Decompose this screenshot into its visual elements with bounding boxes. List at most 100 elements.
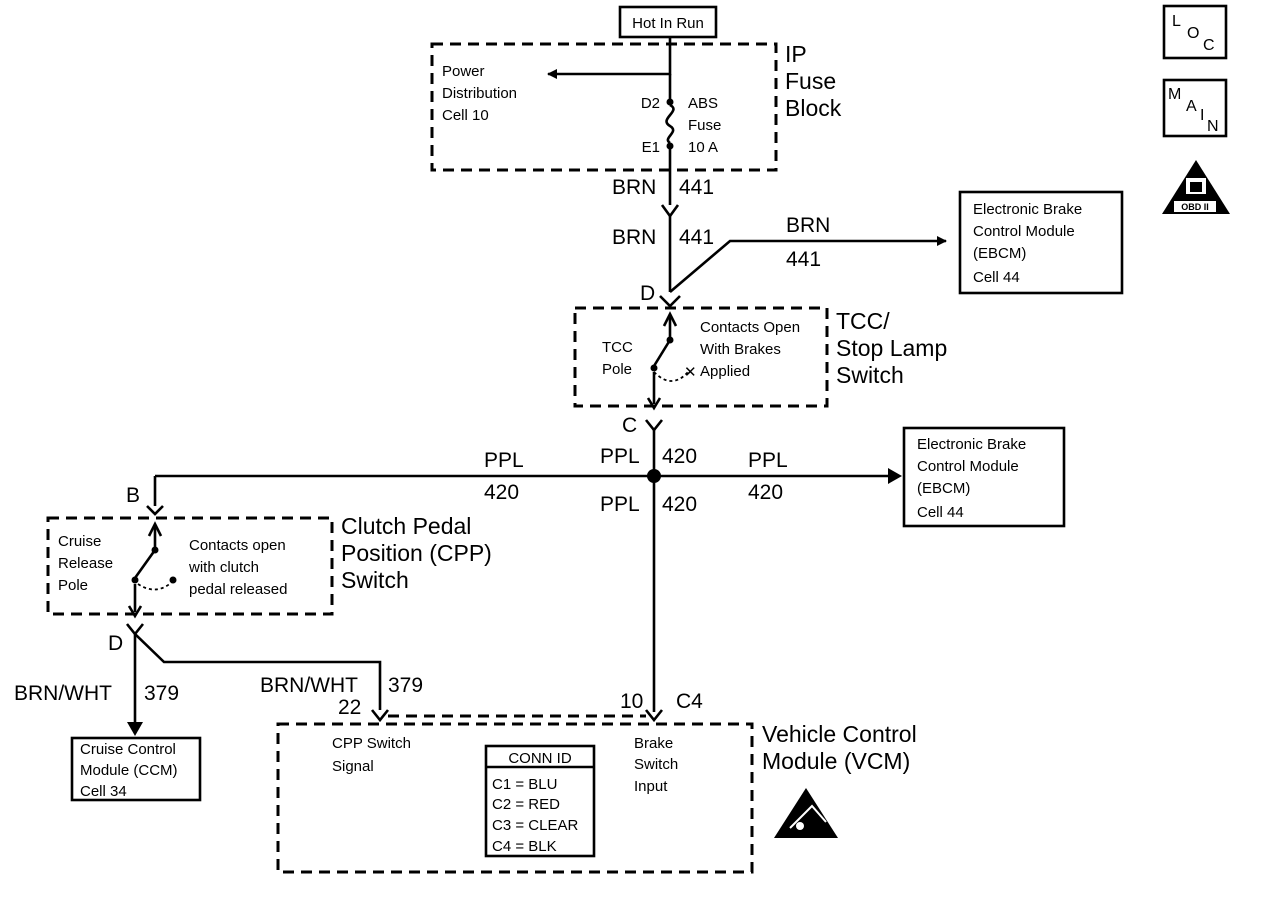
wire-ppl-420-center-circuit: 420: [662, 445, 697, 468]
cpp-pole-3: Pole: [58, 577, 88, 594]
vcm-pin-22: 22: [338, 696, 361, 719]
wire-brn-441-color-a: BRN: [612, 176, 656, 199]
wire-brn-441-to-ebcm: [669, 236, 947, 293]
fuse-terminal-d2: [666, 98, 674, 106]
fuse-block-title-line1: IP: [785, 41, 807, 67]
abs-fuse-label-3: 10 A: [688, 139, 718, 156]
wire-ppl-420-right-circuit: 420: [748, 481, 783, 504]
wire-brn-441-color-b: BRN: [612, 226, 656, 249]
main-letter-i: I: [1200, 107, 1204, 124]
ebcm-box-top: Electronic Brake Control Module (EBCM) C…: [958, 190, 1124, 295]
power-distribution-label-2: Distribution: [442, 85, 517, 102]
ebcm-right-line3: (EBCM): [917, 480, 970, 497]
loc-icon: L O C: [1162, 4, 1228, 60]
loc-letter-o: O: [1187, 25, 1199, 42]
wire-ppl-420-down-circuit: 420: [662, 493, 697, 516]
cpp-title-2: Position (CPP): [341, 540, 492, 566]
connector-chevron-inline: [660, 204, 680, 219]
tcc-connector-bottom: [644, 419, 664, 433]
tcc-title-1: TCC/: [836, 308, 890, 334]
vcm-title-2: Module (VCM): [762, 748, 910, 774]
ebcm-right-line2: Control Module: [917, 458, 1019, 475]
cpp-connector-bottom: [125, 623, 145, 637]
cpp-contacts-2: with clutch: [188, 559, 259, 576]
vcm-pin-10: 10: [620, 690, 643, 713]
wire-ppl-420-left-color: PPL: [484, 449, 524, 472]
cpp-contacts-3: pedal released: [189, 581, 287, 598]
tcc-contacts-3: Applied: [700, 363, 750, 380]
vcm-cpp-signal-2: Signal: [332, 758, 374, 775]
wire-brn-441-ebcm-circuit: 441: [786, 248, 821, 271]
wire-brn-441-circuit-b: 441: [679, 226, 714, 249]
tcc-pole-1: TCC: [602, 339, 633, 356]
tcc-mechanical-link: [653, 371, 689, 382]
wire-brn-441-circuit-a: 441: [679, 176, 714, 199]
conn-id-row-3: C3 = CLEAR: [492, 817, 578, 834]
cpp-title-1: Clutch Pedal: [341, 513, 471, 539]
tcc-title-3: Switch: [836, 362, 904, 388]
pin-e1: E1: [642, 139, 660, 156]
esd-warning-icon: [774, 788, 838, 838]
ebcm-top-line4: Cell 44: [973, 269, 1020, 286]
tcc-output-arrow: [646, 397, 662, 411]
power-distribution-label-1: Power: [442, 63, 485, 80]
cpp-mechanical-link: [137, 581, 173, 591]
tcc-connector-top: [659, 295, 681, 308]
cpp-switch-pivot: [131, 576, 139, 584]
wire-ppl-420-left-circuit: 420: [484, 481, 519, 504]
vcm-brake-input-2: Switch: [634, 756, 678, 773]
tcc-title-2: Stop Lamp: [836, 335, 947, 361]
tcc-switch-pivot: [650, 364, 658, 372]
wire-ppl-420-down-color: PPL: [600, 493, 640, 516]
ccm-box: Cruise Control Module (CCM) Cell 34: [70, 736, 202, 802]
main-icon: M A I N: [1162, 78, 1228, 138]
hot-in-run-box: Hot In Run: [618, 5, 718, 39]
pin-d2: D2: [641, 95, 660, 112]
main-letter-n: N: [1207, 118, 1219, 135]
power-distribution-wire: [547, 44, 672, 79]
cpp-connector-top: [146, 505, 164, 516]
clutch-pedal-position-switch: Clutch Pedal Position (CPP) Switch Cruis…: [46, 513, 492, 616]
tcc-switch-blade: [652, 339, 672, 367]
ebcm-box-right: Electronic Brake Control Module (EBCM) C…: [902, 426, 1066, 528]
conn-id-row-4: C4 = BLK: [492, 838, 557, 855]
vcm-box: Vehicle Control Module (VCM) CPP Switch …: [276, 721, 917, 874]
fuse-terminal-e1: [666, 142, 674, 150]
wire-brn-441-ebcm-color: BRN: [786, 214, 830, 237]
ccm-line2: Module (CCM): [80, 762, 178, 779]
hot-in-run-label: Hot In Run: [632, 15, 704, 32]
wire-brn-wht-379-vcm-circuit: 379: [388, 674, 423, 697]
ccm-line1: Cruise Control: [80, 741, 176, 758]
wire-ppl-420-right-color: PPL: [748, 449, 788, 472]
cpp-pole-1: Cruise: [58, 533, 101, 550]
abs-fuse-icon: [665, 103, 675, 145]
main-letter-a: A: [1186, 98, 1197, 115]
vcm-pin-10-connector: [644, 709, 664, 723]
loc-letter-l: L: [1172, 13, 1181, 30]
tcc-contacts-1: Contacts Open: [700, 319, 800, 336]
wire-brn-wht-379-to-vcm: [134, 633, 382, 710]
vcm-brake-input-1: Brake: [634, 735, 673, 752]
ebcm-top-line3: (EBCM): [973, 245, 1026, 262]
cpp-switch-blade: [133, 549, 157, 579]
cpp-pole-2: Release: [58, 555, 113, 572]
ebcm-right-line4: Cell 44: [917, 504, 964, 521]
cpp-title-3: Switch: [341, 567, 409, 593]
cpp-contacts-1: Contacts open: [189, 537, 286, 554]
power-distribution-label-3: Cell 10: [442, 107, 489, 124]
wire-brn-wht-379-ccm-circuit: 379: [144, 682, 179, 705]
cpp-pin-b: B: [126, 484, 140, 507]
cpp-clutch-actuator: [169, 576, 177, 584]
ccm-arrow: [127, 722, 143, 736]
tcc-contacts-2: With Brakes: [700, 341, 781, 358]
fuse-block-title-line2: Fuse: [785, 68, 836, 94]
abs-fuse-label-2: Fuse: [688, 117, 721, 134]
main-letter-m: M: [1168, 86, 1181, 103]
loc-letter-c: C: [1203, 37, 1215, 54]
ip-fuse-block: IP Fuse Block Power Distribution Cell 10…: [430, 41, 842, 172]
ebcm-right-line1: Electronic Brake: [917, 436, 1026, 453]
conn-id-title: CONN ID: [508, 750, 572, 767]
ebcm-top-line1: Electronic Brake: [973, 201, 1082, 218]
conn-id-row-1: C1 = BLU: [492, 776, 557, 793]
tcc-stop-lamp-switch: TCC/ Stop Lamp Switch TCC Pole Contacts …: [573, 306, 947, 408]
